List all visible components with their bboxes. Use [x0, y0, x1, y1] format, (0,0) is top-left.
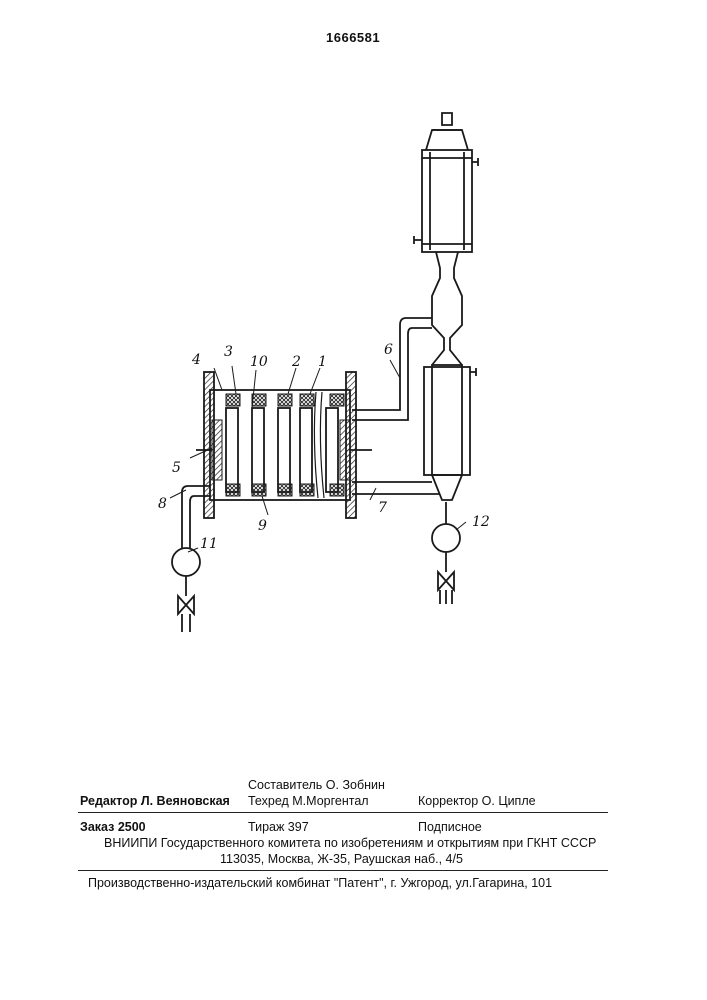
- apparatus-schematic: [0, 0, 707, 700]
- editor-line: Редактор Л. Веяновская: [80, 794, 230, 808]
- techred-line: Техред М.Моргентал: [248, 794, 369, 808]
- subscription-line: Подписное: [418, 820, 482, 834]
- label-7: 7: [378, 500, 387, 516]
- vniipi-line: ВНИИПИ Государственного комитета по изоб…: [104, 836, 596, 850]
- corrector-line: Корректор О. Ципле: [418, 794, 536, 808]
- valve-right: [438, 572, 454, 590]
- divider-top: [78, 812, 608, 813]
- circulation-line: Тираж 397: [248, 820, 309, 834]
- compiler-line: Составитель О. Зобнин: [248, 778, 385, 792]
- label-9: 9: [258, 518, 267, 534]
- lower-column: [424, 365, 476, 500]
- label-2: 2: [292, 354, 301, 370]
- order-line: Заказ 2500: [80, 820, 146, 834]
- label-12: 12: [472, 514, 490, 530]
- label-5: 5: [172, 460, 181, 476]
- address-line: 113035, Москва, Ж-35, Раушская наб., 4/5: [220, 852, 463, 866]
- label-6: 6: [384, 342, 393, 358]
- pump-11: [172, 548, 200, 576]
- label-3: 3: [224, 344, 233, 360]
- valve-left: [178, 596, 194, 614]
- label-11: 11: [200, 536, 218, 552]
- label-10: 10: [250, 354, 268, 370]
- upper-condenser: [414, 150, 478, 252]
- neck-left: [432, 252, 444, 365]
- label-1: 1: [318, 354, 327, 370]
- label-4: 4: [192, 352, 201, 368]
- publisher-line: Производственно-издательский комбинат "П…: [88, 876, 552, 890]
- label-8: 8: [158, 496, 167, 512]
- divider-bottom: [78, 870, 608, 871]
- line-7: [352, 482, 440, 494]
- column-top-nozzle: [426, 113, 468, 150]
- pump-12: [432, 524, 460, 552]
- neck-right: [450, 252, 462, 365]
